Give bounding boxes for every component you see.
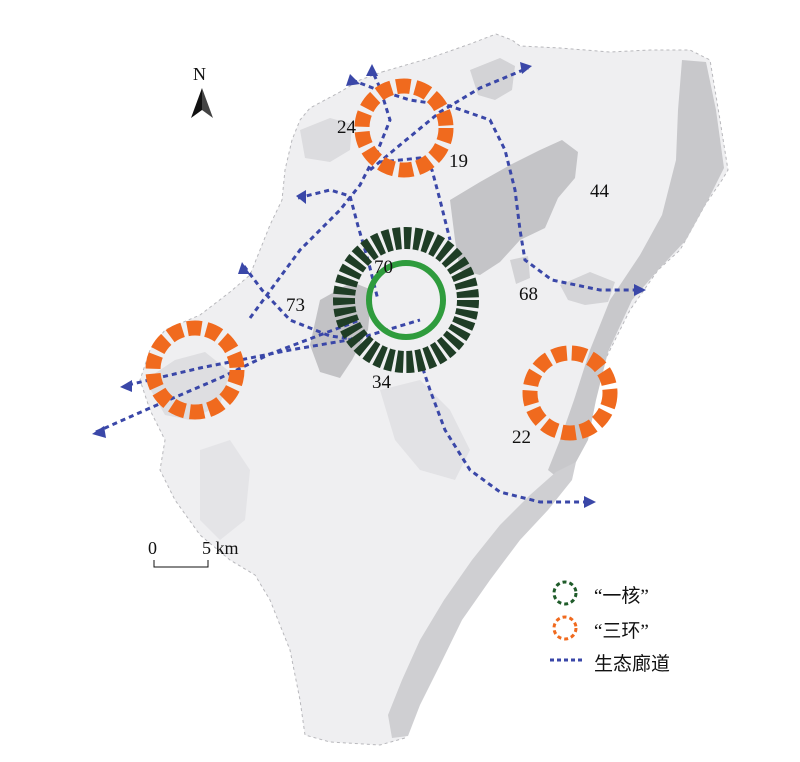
district-label-24: 24 — [337, 117, 356, 138]
urban-patch-6 — [510, 256, 530, 284]
legend-corridor-label: 生态廊道 — [594, 654, 671, 675]
urban-patch-4 — [380, 380, 470, 480]
terrain-patch-westcentral — [310, 282, 372, 378]
legend-core-icon — [552, 580, 578, 606]
district-label-70: 70 — [374, 257, 393, 278]
arrowhead-e — [634, 284, 646, 296]
scale-bar-graphic — [153, 560, 209, 568]
ring-north — [354, 78, 454, 178]
arrowhead-ne — [520, 62, 532, 74]
corridor-6 — [379, 156, 452, 241]
north-arrow-icon — [191, 88, 213, 118]
ring-zones — [145, 78, 618, 441]
corridor-3 — [242, 265, 361, 342]
core-outer-ring — [333, 227, 479, 373]
corridor-arrowheads — [92, 62, 646, 508]
arrowhead-nw — [238, 262, 250, 274]
core-zone — [333, 227, 479, 373]
scale-end-label: 5 km — [202, 538, 239, 558]
arrowhead-w1 — [120, 380, 132, 392]
arrowhead-se — [584, 496, 596, 508]
terrain-patch-southeast — [388, 462, 576, 738]
study-area-boundary — [139, 33, 729, 746]
urban-patch-2 — [560, 272, 615, 305]
legend-rings-label: “三环” — [594, 621, 649, 642]
legend-rings-icon — [552, 615, 578, 641]
terrain-patch-east — [548, 60, 724, 478]
core-inner-ring — [366, 260, 446, 340]
north-label: N — [193, 64, 206, 84]
terrain-patch-north — [470, 58, 515, 100]
corridor-2 — [95, 318, 361, 434]
corridor-1 — [127, 318, 421, 387]
district-label-44: 44 — [590, 181, 609, 202]
corridor-8 — [369, 66, 529, 172]
corridor-network — [95, 66, 640, 504]
arrowhead-n1 — [296, 190, 306, 204]
terrain-patch-central — [450, 140, 578, 275]
district-label-68: 68 — [519, 284, 538, 305]
ring-west — [145, 320, 245, 420]
urban-patch-1 — [300, 118, 352, 162]
urban-patch-5 — [200, 440, 250, 540]
scale-start-label: 0 — [148, 538, 157, 558]
district-label-22: 22 — [512, 427, 531, 448]
legend-core-label: “一核” — [594, 586, 649, 607]
district-label-73: 73 — [286, 295, 305, 316]
arrowhead-w2 — [92, 426, 106, 438]
corridor-7 — [351, 78, 640, 292]
arrowhead-n3 — [366, 64, 378, 76]
arrowhead-n2 — [346, 74, 360, 86]
district-label-19: 19 — [449, 151, 468, 172]
district-label-34: 34 — [372, 372, 391, 393]
corridor-9 — [418, 359, 590, 504]
corridor-5 — [297, 188, 380, 301]
ring-southeast — [522, 345, 618, 441]
